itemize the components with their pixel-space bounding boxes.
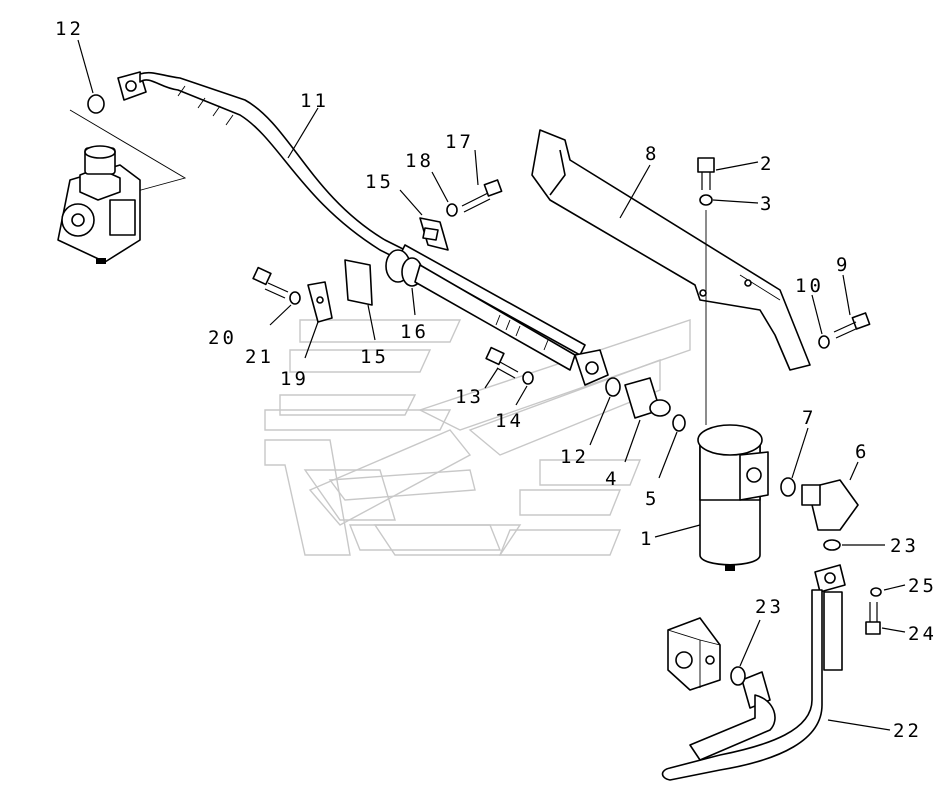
part-2-bolt [697, 157, 759, 190]
part-7-oring [780, 427, 809, 497]
callout-2: 2 [760, 153, 774, 175]
callout-15-lower: 15 [360, 346, 389, 368]
part-1-filter [654, 424, 769, 571]
part-23-oring-upper [823, 539, 885, 551]
callout-13: 13 [455, 386, 484, 408]
callout-6: 6 [855, 441, 869, 463]
callout-14: 14 [495, 410, 524, 432]
pump-block [667, 617, 721, 691]
part-14-washer [515, 371, 534, 406]
callout-23-lower: 23 [755, 596, 784, 618]
callout-5: 5 [645, 488, 659, 510]
part-24-bolt [865, 602, 906, 635]
part-5-oring [658, 414, 686, 479]
callout-25: 25 [908, 575, 937, 597]
callout-23-upper: 23 [890, 535, 919, 557]
part-17-bolt [461, 149, 503, 213]
callout-4: 4 [605, 468, 619, 490]
callout-19: 19 [280, 368, 309, 390]
part-4-adapter [624, 377, 671, 463]
part-23-oring-lower [730, 619, 761, 686]
part-12-oring-top [77, 39, 105, 114]
part-8-bracket [531, 129, 811, 371]
callout-11: 11 [300, 90, 329, 112]
callout-16: 16 [400, 321, 429, 343]
callout-24: 24 [908, 623, 937, 645]
part-10-washer [811, 294, 830, 349]
callout-labels: 12 11 17 18 15 8 2 3 10 9 20 21 19 16 15… [55, 18, 937, 742]
part-15-clamp-lower [344, 259, 376, 341]
part-15-clamp-upper [399, 189, 449, 251]
part-12-oring-lower [589, 377, 621, 446]
part-21-washer [269, 291, 301, 326]
part-18-washer [431, 171, 458, 217]
callout-1: 1 [640, 528, 654, 550]
part-25-washer [870, 584, 906, 597]
part-19-bracket [304, 281, 333, 359]
part-22-hose [661, 564, 891, 781]
callout-17: 17 [445, 131, 474, 153]
part-9-bolt [833, 274, 871, 339]
callout-8: 8 [645, 143, 659, 165]
part-6-fitting [801, 461, 859, 531]
callout-21: 21 [245, 346, 274, 368]
callout-3: 3 [760, 193, 774, 215]
callout-22: 22 [893, 720, 922, 742]
callout-15-upper: 15 [365, 171, 394, 193]
callout-10: 10 [795, 275, 824, 297]
pump-unit [57, 109, 187, 264]
callout-9: 9 [836, 254, 850, 276]
callout-12-top: 12 [55, 18, 84, 40]
callout-20: 20 [208, 327, 237, 349]
background-watermark [264, 319, 691, 556]
part-16-pipe [385, 244, 609, 386]
part-20-bolt [252, 266, 289, 299]
callout-7: 7 [802, 407, 816, 429]
part-13-bolt [484, 346, 519, 389]
callout-18: 18 [405, 150, 434, 172]
part-3-washer [699, 194, 759, 425]
callout-12-lower: 12 [560, 446, 589, 468]
